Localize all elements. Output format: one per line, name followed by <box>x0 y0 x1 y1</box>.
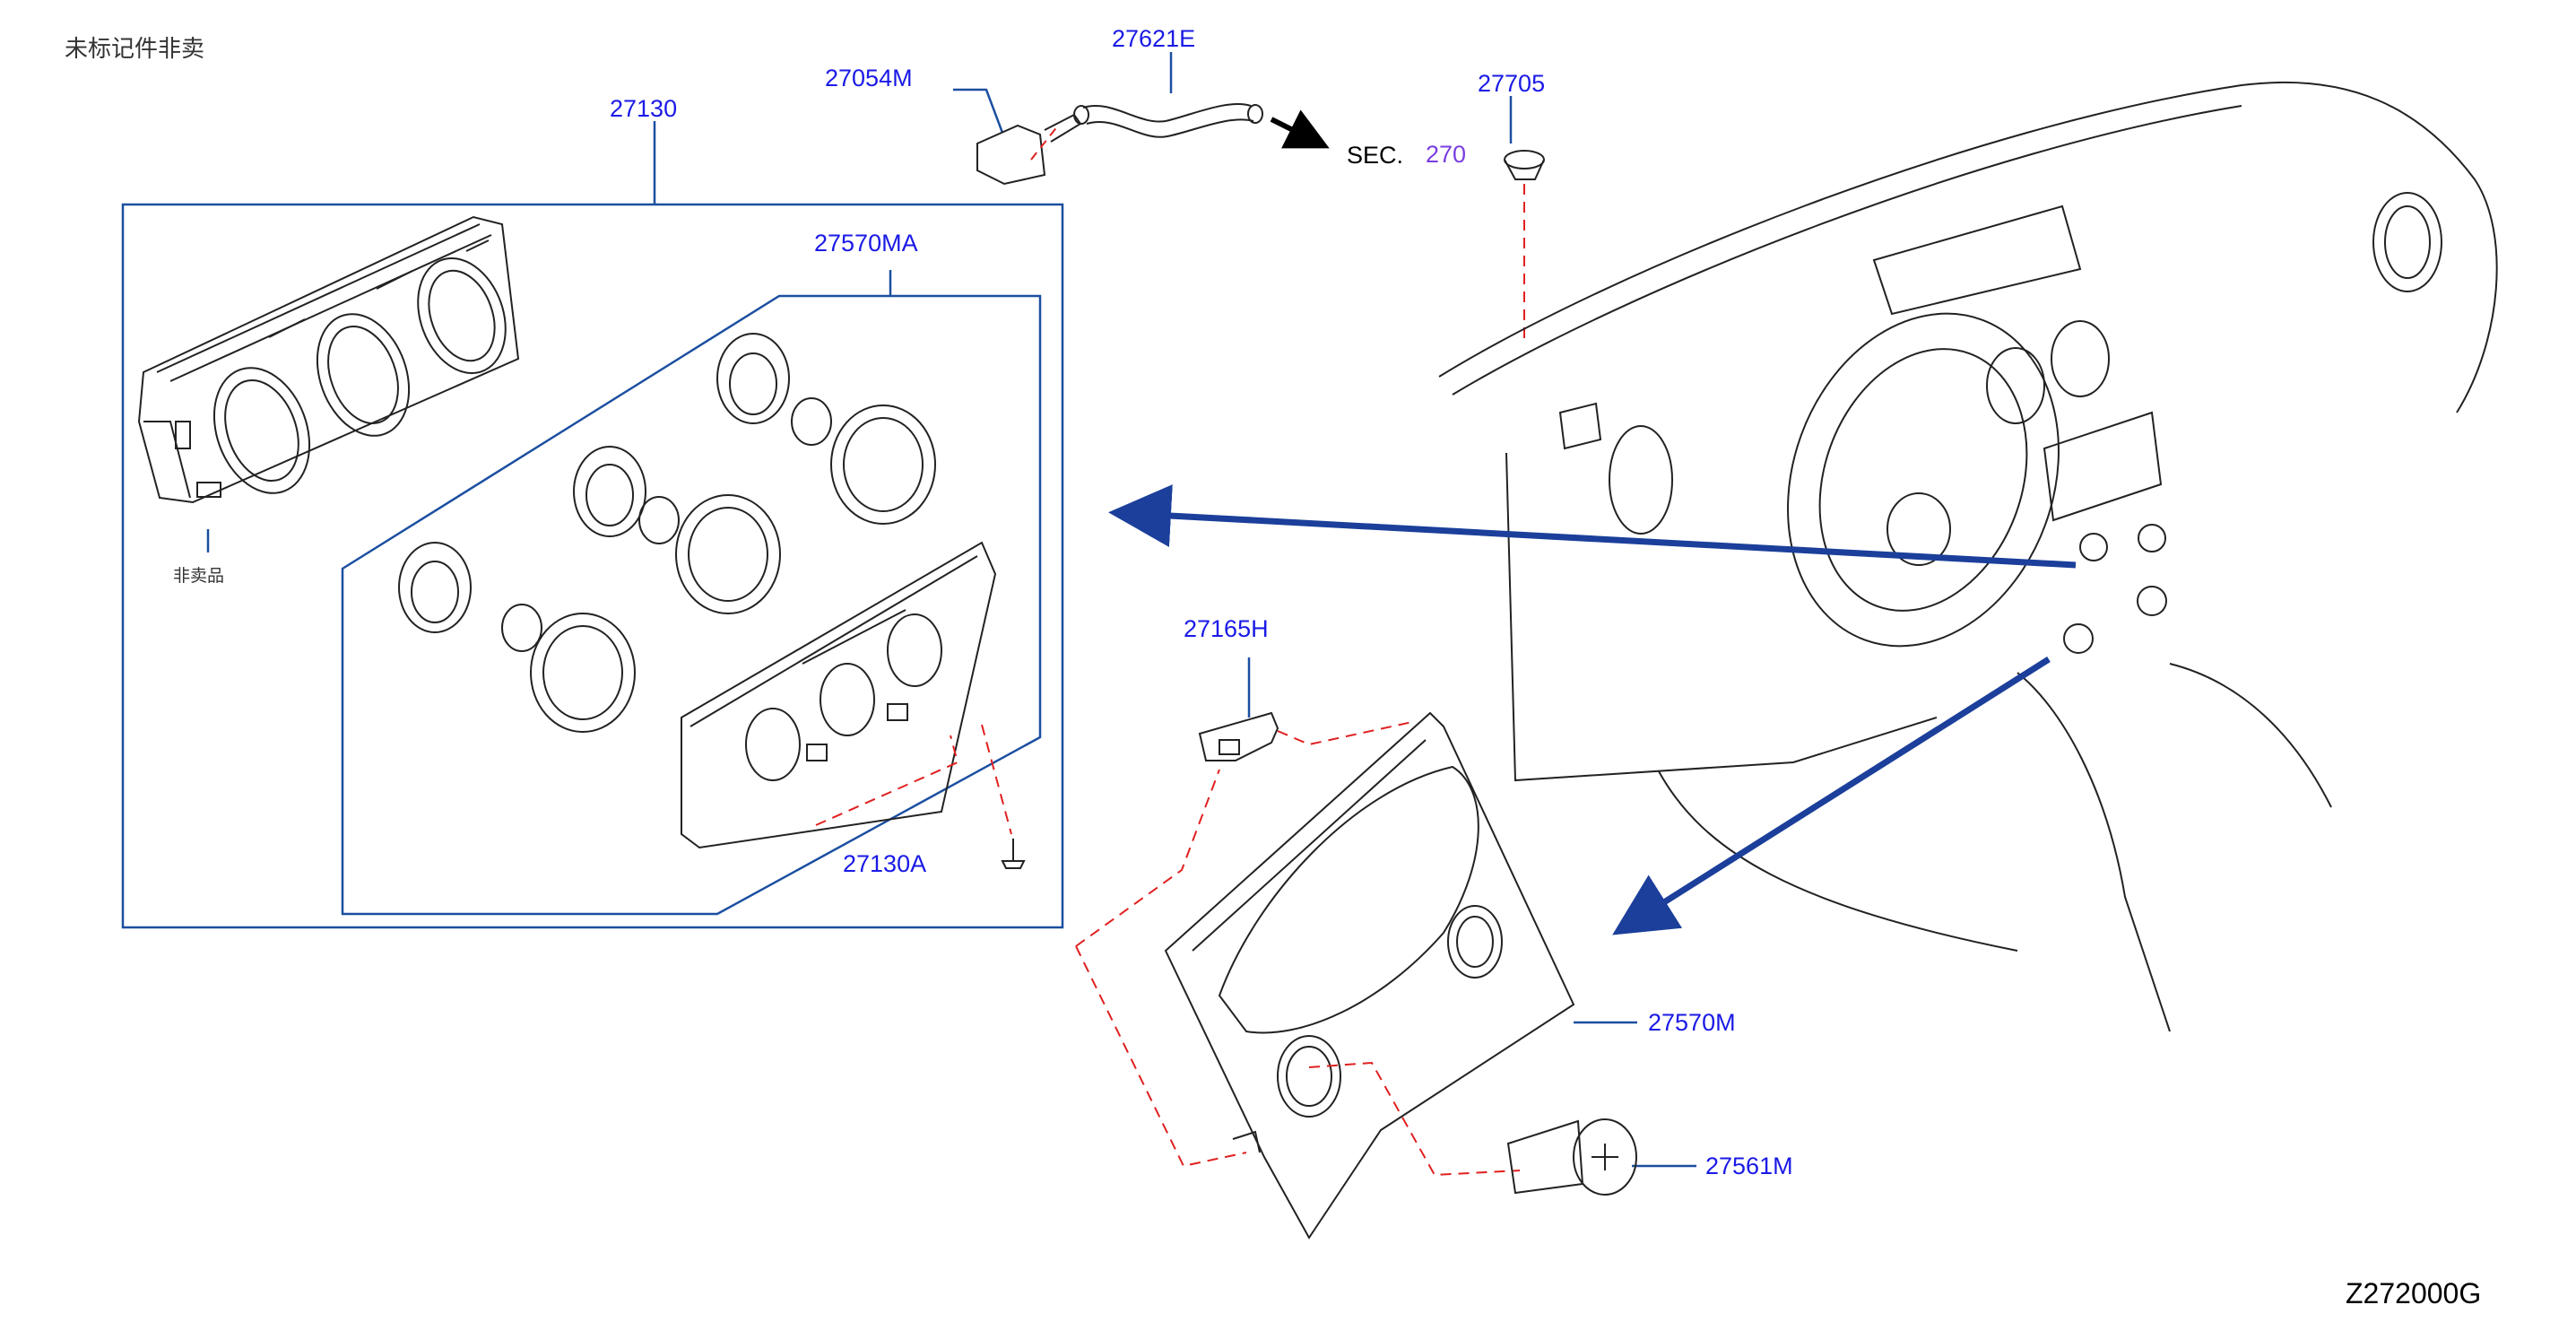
outer-group-frame <box>121 203 1064 929</box>
part-number-27621E: 27621E <box>1112 25 1196 52</box>
not-for-sale-note: 非卖品 <box>173 566 225 586</box>
section-ref-number: 270 <box>1426 141 1467 168</box>
part-number-27570MA: 27570MA <box>814 230 918 257</box>
finisher-panel <box>1164 711 1575 1240</box>
leader-27054M <box>953 88 1004 134</box>
switch <box>1506 1118 1637 1196</box>
part-number-27054M: 27054M <box>825 65 913 91</box>
part-number-27130A: 27130A <box>843 850 927 877</box>
aspirator-dashed-leader <box>1030 125 1059 161</box>
finisher-dashed-leaders <box>1075 721 1521 1177</box>
part-number-27705: 27705 <box>1478 70 1546 97</box>
panel-dashed-leaders <box>815 724 1012 835</box>
clip <box>1504 150 1545 180</box>
part-number-27165H: 27165H <box>1184 615 1269 642</box>
diagram-code: Z272000G <box>2346 1277 2482 1309</box>
part-number-27570M: 27570M <box>1648 1009 1736 1036</box>
screw <box>1001 839 1026 869</box>
location-arrows <box>1108 484 2077 935</box>
bracket <box>1198 711 1279 761</box>
dashboard-drawing <box>1438 82 2498 1032</box>
header-note: 未标记件非卖 <box>65 36 205 63</box>
aspirator-parts <box>976 102 1263 186</box>
heater-control-unit <box>137 215 520 504</box>
heater-control-frame <box>121 52 1696 1168</box>
inner-group-frame <box>341 294 1042 916</box>
section-arrow <box>1270 109 1330 149</box>
control-panel-parts <box>398 333 997 849</box>
part-number-27130: 27130 <box>610 95 678 122</box>
section-ref-prefix: SEC. <box>1347 142 1404 169</box>
part-number-27561M: 27561M <box>1705 1153 1793 1179</box>
